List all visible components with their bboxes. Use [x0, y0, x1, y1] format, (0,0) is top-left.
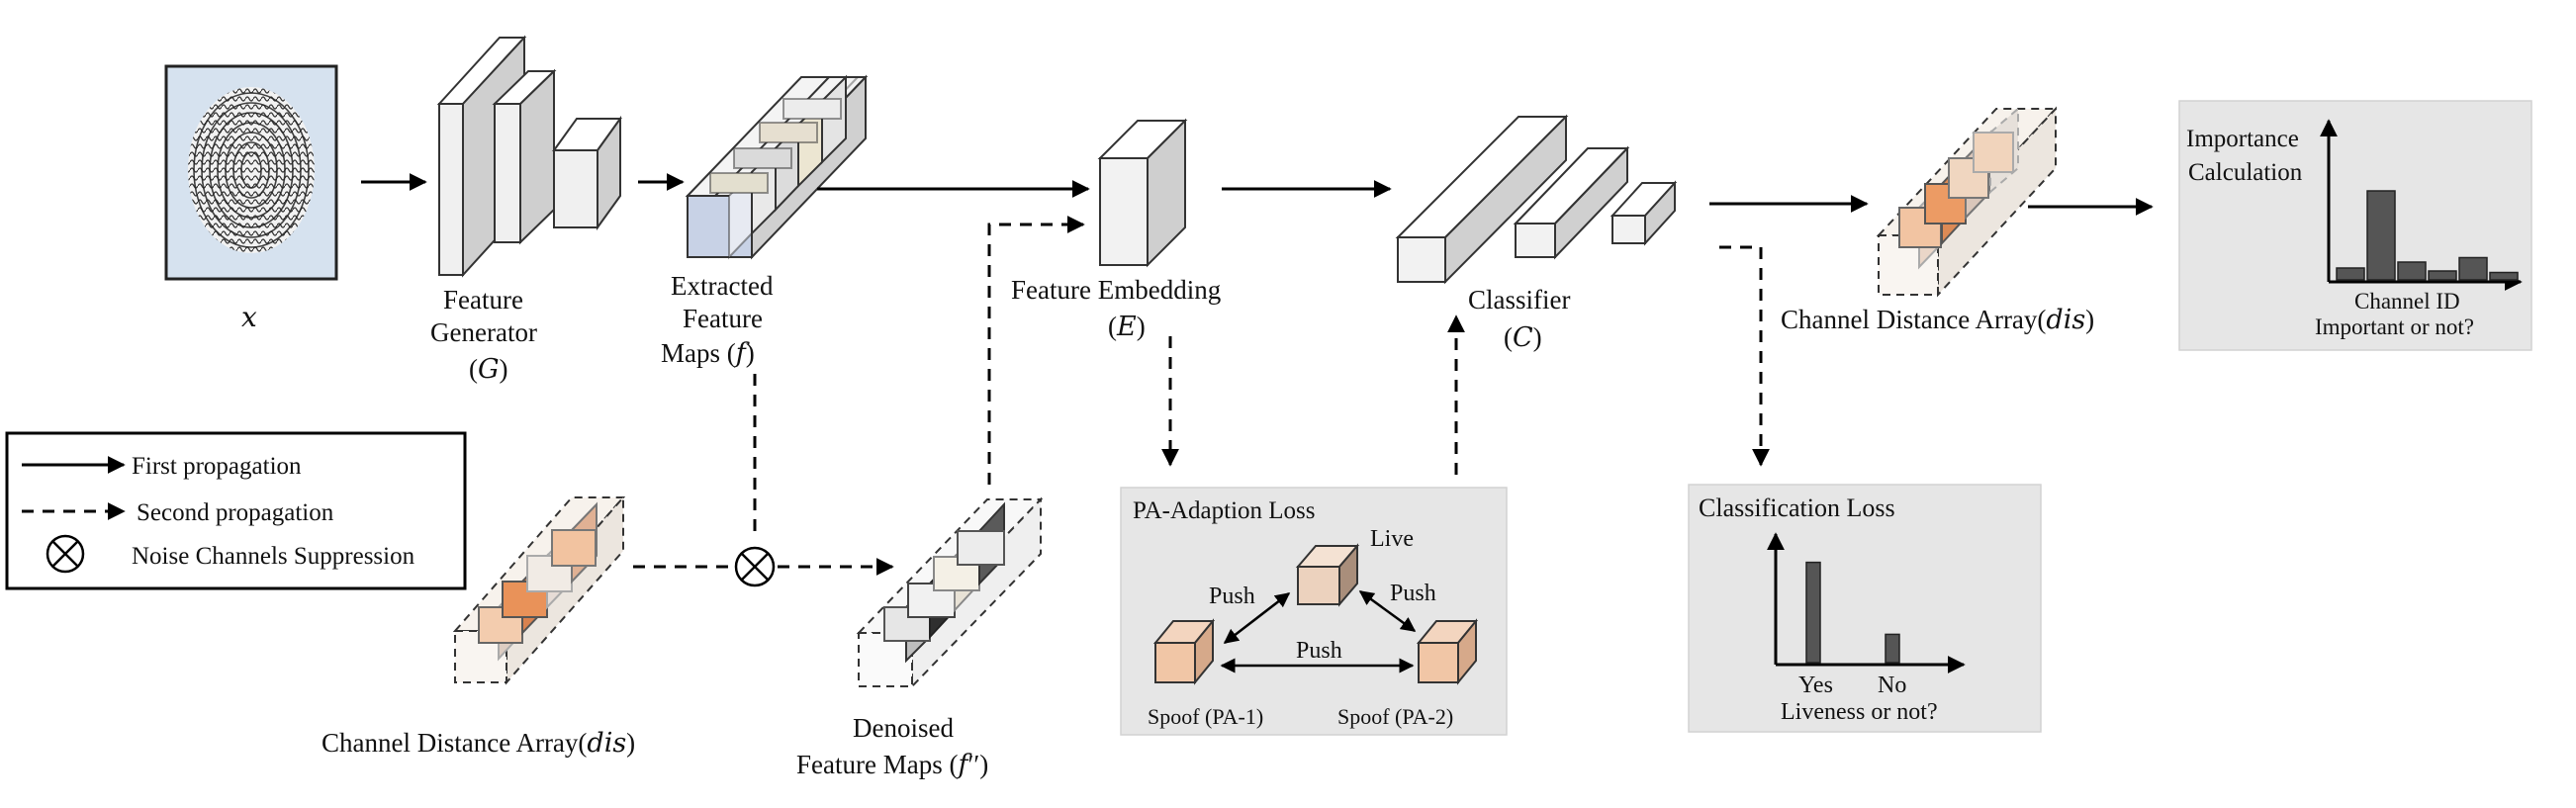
- classifier-blocks: [1395, 114, 1678, 285]
- pa-live-label: Live: [1370, 526, 1414, 552]
- pa-loss-title: PA-Adaption Loss: [1133, 497, 1316, 524]
- importance-bar-0: [2336, 267, 2365, 281]
- denoised-maps: [856, 496, 1044, 689]
- importance-bar-1: [2366, 190, 2396, 281]
- pa-push-bottom: Push: [1296, 638, 1342, 664]
- classification-loss-panel: [1688, 484, 2042, 733]
- pa-push-left: Push: [1209, 584, 1255, 609]
- dash-classifier-to-clsloss: [1719, 245, 1770, 467]
- live-cube: [1295, 543, 1360, 607]
- cls-yes-label: Yes: [1798, 673, 1833, 698]
- legend-second: Second propagation: [137, 499, 334, 526]
- generator-blocks: [436, 35, 622, 278]
- denoised-label: Denoised: [853, 713, 954, 743]
- extracted-label: Extracted: [671, 271, 774, 301]
- cls-caption: Liveness or not?: [1781, 699, 1938, 725]
- importance-bar-3: [2428, 270, 2457, 281]
- spoof-pa2-cube: [1416, 618, 1479, 685]
- importance-title: Importance: [2186, 126, 2299, 152]
- dash-denoised-to-embedding: [987, 216, 1085, 485]
- classifier-symbol: (𝐶): [1504, 322, 1542, 352]
- spoof-pa1-cube: [1152, 618, 1216, 685]
- distance-array-bottom-label: Channel Distance Array(𝑑𝑖𝑠): [322, 728, 635, 758]
- distance-array-bottom: [452, 494, 626, 685]
- importance-panel: [2178, 100, 2532, 351]
- classification-bar-1: [1885, 633, 1900, 664]
- input-symbol: 𝑥: [241, 303, 257, 333]
- importance-xlabel: Channel ID: [2354, 289, 2460, 314]
- pa-spoof1-label: Spoof (PA-1): [1148, 704, 1263, 729]
- importance-bar-5: [2489, 271, 2519, 281]
- importance-caption: Important or not?: [2315, 314, 2474, 339]
- pa-loss-panel: [1120, 487, 1508, 736]
- embedding-block: [1097, 118, 1188, 268]
- classification-bar-0: [1805, 561, 1821, 664]
- legend-noise: Noise Channels Suppression: [132, 543, 415, 570]
- cls-loss-title: Classification Loss: [1699, 494, 1895, 522]
- noise-suppression-icon: [734, 546, 776, 587]
- pa-spoof2-label: Spoof (PA-2): [1337, 704, 1453, 729]
- extracted-maps: [685, 74, 869, 260]
- embedding-label: Feature Embedding: [1011, 275, 1221, 305]
- generator-label: Feature: [443, 285, 523, 314]
- distance-array-top-label: Channel Distance Array(𝑑𝑖𝑠): [1781, 305, 2094, 334]
- embedding-symbol: (𝐸): [1108, 312, 1146, 341]
- classifier-label: Classifier: [1468, 285, 1570, 314]
- importance-title-2: Calculation: [2188, 159, 2303, 186]
- fingerprint-image: [164, 64, 338, 281]
- distance-array-top: [1876, 106, 2059, 298]
- generator-label-2: Generator: [430, 317, 537, 347]
- importance-bars: [2336, 190, 2519, 281]
- generator-symbol: (𝐺): [469, 354, 508, 384]
- denoised-label-2: Feature Maps (𝑓′′): [796, 750, 988, 779]
- cls-no-label: No: [1878, 673, 1906, 698]
- extracted-label-3: Maps (𝑓): [661, 338, 755, 368]
- importance-bar-2: [2397, 261, 2427, 281]
- legend: [5, 431, 467, 590]
- pa-push-right: Push: [1390, 581, 1436, 606]
- classification-bars: [1805, 561, 1900, 664]
- extracted-label-2: Feature: [683, 304, 763, 333]
- legend-first: First propagation: [132, 453, 302, 480]
- importance-bar-4: [2458, 256, 2488, 281]
